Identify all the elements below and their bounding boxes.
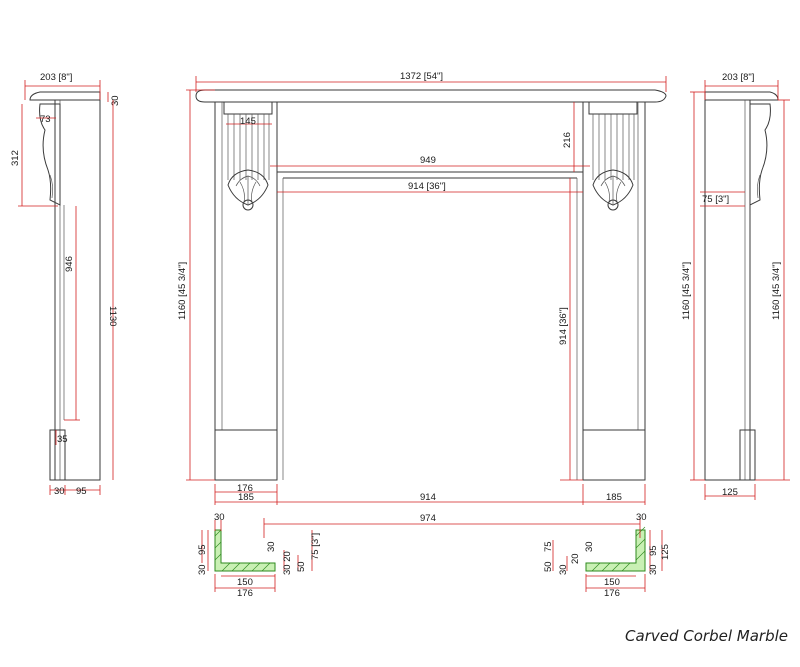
fr-inner-width-label: 914 <box>420 492 436 503</box>
fr-opening-width-label: 914 [36"] <box>408 181 446 192</box>
ls-corbel-proj-label: 73 <box>40 114 51 125</box>
right-side-dimensions: 203 [8"] 75 [3"] 1160 [45 3/4"] 1160 [45… <box>681 72 790 500</box>
fr-opening-height-label: 914 [36"] <box>558 307 569 345</box>
pr-h125-label: 125 <box>660 544 671 560</box>
fr-corbel-width-label: 145 <box>240 116 256 127</box>
rs-shelf-offset-label: 75 [3"] <box>702 194 729 205</box>
pr-h50-label: 50 <box>543 561 554 572</box>
ls-shelf-thick-label: 30 <box>110 95 121 106</box>
pr-h95-label: 95 <box>648 545 659 556</box>
pl-h95-label: 95 <box>197 544 208 555</box>
rs-depth-label: 203 [8"] <box>722 72 754 83</box>
fr-leg-width-right-label: 185 <box>606 492 622 503</box>
left-side-dimensions: 203 [8"] 30 73 312 946 1130 35 30 95 <box>10 72 121 497</box>
ls-corbel-height-label: 312 <box>10 150 21 166</box>
pl-h50-label: 50 <box>296 561 307 572</box>
pl-h75-label: 75 [3"] <box>310 533 321 560</box>
ls-base-depth-label: 95 <box>76 486 87 497</box>
plan-right-section <box>585 526 646 572</box>
ls-depth-label: 203 [8"] <box>40 72 72 83</box>
pl-top-label: 30 <box>214 512 225 523</box>
pr-inner30-label: 30 <box>584 541 595 552</box>
pr-h30b-label: 30 <box>648 564 659 575</box>
pl-inner30-label: 30 <box>266 541 277 552</box>
fr-plinth-width-label: 176 <box>237 483 253 494</box>
pl-w150-label: 150 <box>237 577 253 588</box>
pl-inner2030-label: 30 20 <box>282 551 293 575</box>
ls-base-step-label: 30 <box>54 486 65 497</box>
pl-h30-label: 30 <box>197 564 208 575</box>
ls-leg-height-label: 946 <box>64 256 75 272</box>
fr-overall-height-label: 1160 [45 3/4"] <box>177 262 188 320</box>
pl-w176-label: 176 <box>237 588 253 599</box>
pr-w150-label: 150 <box>604 577 620 588</box>
right-side-elevation <box>704 91 779 481</box>
pr-top-label: 30 <box>636 512 647 523</box>
fr-leg-width-left-label: 185 <box>238 492 254 503</box>
pr-w176-label: 176 <box>604 588 620 599</box>
plan-dimensions: 30 974 30 95 30 30 30 20 50 75 [3"] 150 … <box>197 512 671 599</box>
rs-height-left-label: 1160 [45 3/4"] <box>681 262 692 320</box>
pr-inner20-label: 20 <box>570 553 581 564</box>
ls-plinth-step-label: 35 <box>57 434 68 445</box>
fr-frieze-width-label: 949 <box>420 155 436 166</box>
left-side-elevation <box>29 91 101 481</box>
pr-h30-label: 30 <box>558 564 569 575</box>
caption: Carved Corbel Marble <box>625 627 788 645</box>
front-dimensions: 1372 [54"] 1160 [45 3/4"] 145 216 949 91… <box>177 71 667 505</box>
ls-total-height-label: 1130 <box>107 306 118 326</box>
fr-corbel-height-label: 216 <box>562 132 573 148</box>
rs-base-depth-label: 125 <box>722 487 738 498</box>
pl-between-label: 974 <box>420 513 436 524</box>
front-elevation <box>195 89 667 481</box>
pr-h75-label: 75 <box>543 541 554 552</box>
fr-overall-width-label: 1372 [54"] <box>400 71 443 82</box>
rs-height-right-label: 1160 [45 3/4"] <box>771 262 782 320</box>
